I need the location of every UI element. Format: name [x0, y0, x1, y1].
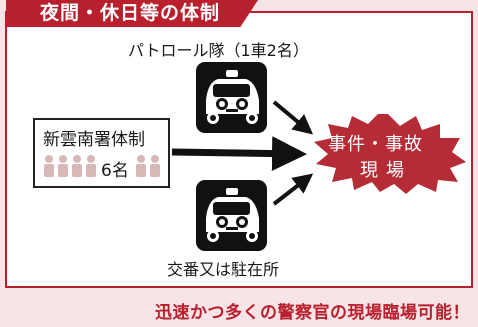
station-unit-title: 新雲南署体制: [43, 130, 145, 150]
arrow-patrol-to-incident: [272, 100, 314, 135]
incident-label-line1: 事件・事故: [328, 134, 423, 155]
patrol-label: パトロール隊（1車2名）: [128, 41, 309, 60]
conclusion-text: 迅速かつ多くの警察官の現場臨場可能！: [155, 303, 470, 323]
explosion-burst-icon: [314, 114, 466, 194]
incident-label-line2: 現場: [360, 160, 412, 181]
staff-people-icon-right: [136, 155, 160, 177]
koban-police-car-icon: [196, 180, 267, 251]
arrow-koban-to-incident: [272, 173, 314, 206]
police-car-icon: [196, 62, 267, 133]
station-unit-box: 新雲南署体制 6名: [33, 118, 170, 188]
arrow-station-to-incident: [171, 136, 307, 172]
staff-count: 6名: [101, 161, 129, 181]
staff-people-icon: [44, 155, 96, 177]
koban-label: 交番又は駐在所: [167, 260, 280, 279]
diagram-title: 夜間・休日等の体制: [6, 0, 258, 27]
